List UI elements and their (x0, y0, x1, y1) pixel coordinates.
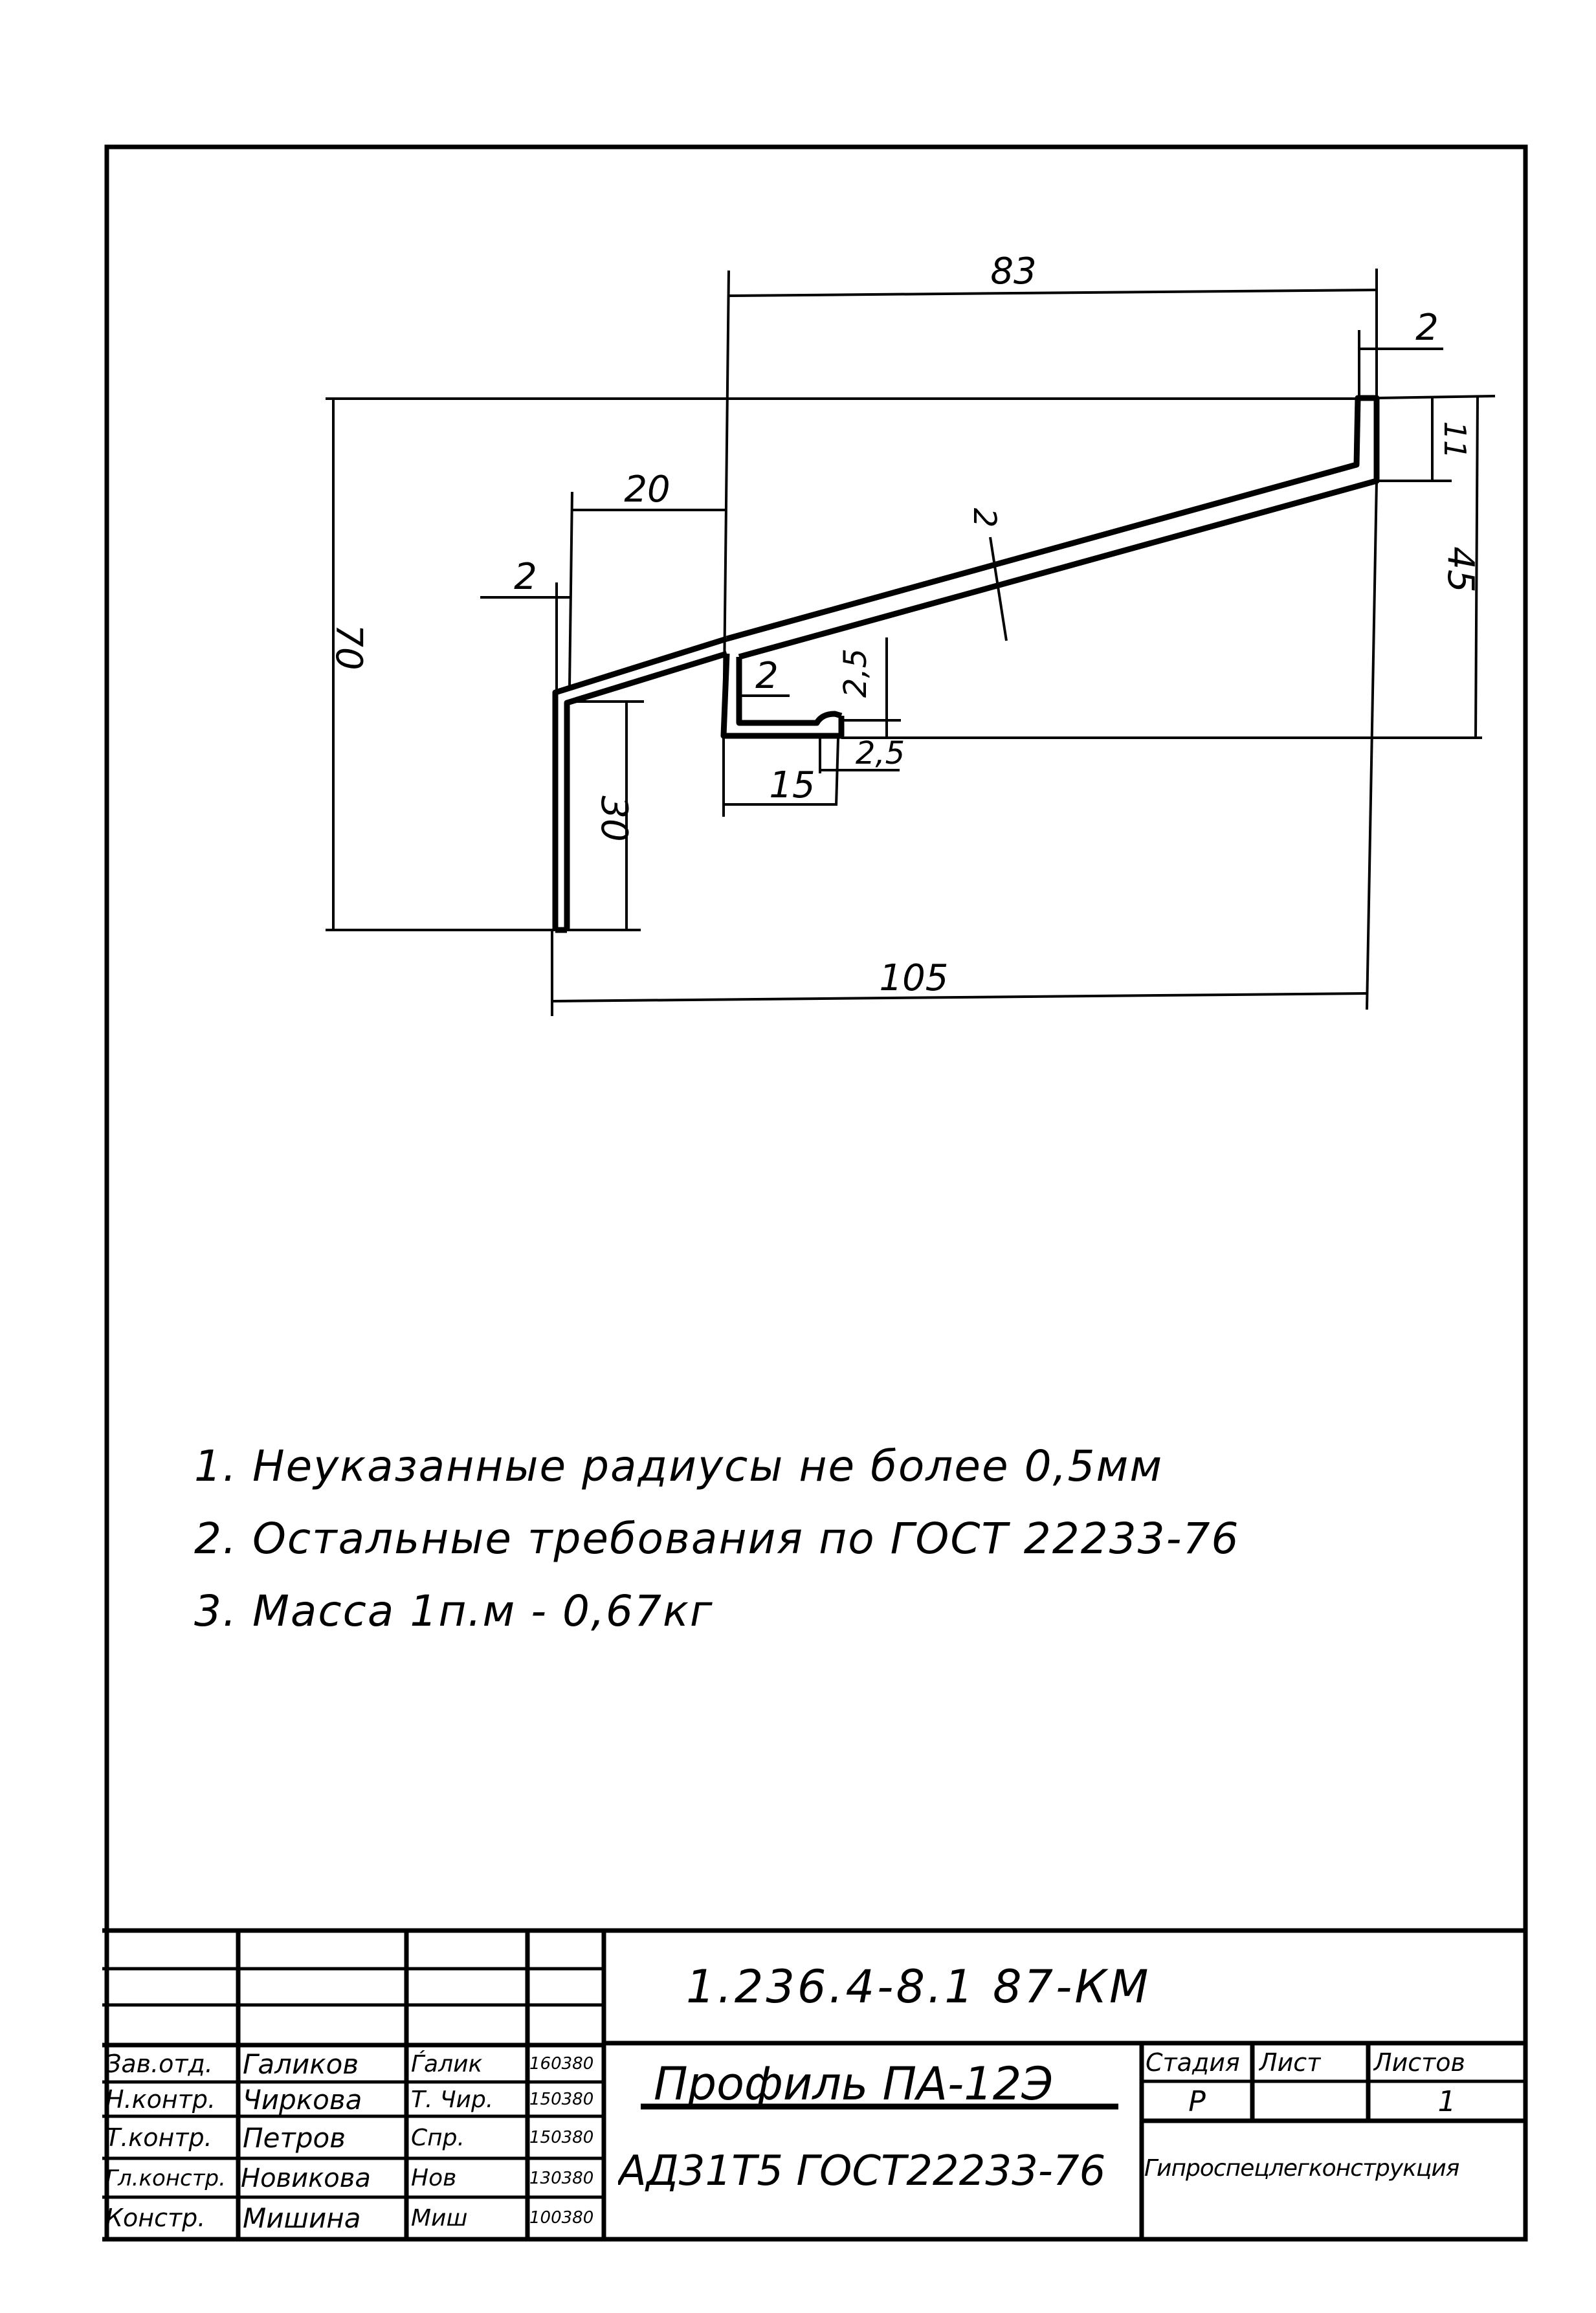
sheets-label: Листов (1373, 2048, 1465, 2077)
sig-signature-2: Т. Чир. (411, 2086, 494, 2113)
sig-name-5: Мишина (243, 2202, 361, 2234)
sig-name-4: Новикова (241, 2163, 371, 2193)
sig-name-1: Галиков (243, 2048, 359, 2080)
sig-name-2: Чиркова (243, 2083, 362, 2116)
note-2: 2. Остальные требования по ГОСТ 22233-76 (194, 1514, 1240, 1564)
dimension-labels: 83 2 20 2 2 15 2,5 105 70 30 11 45 2,5 2 (327, 250, 1481, 999)
sheet-frame (104, 144, 1528, 2242)
dim-83: 83 (990, 250, 1036, 293)
sig-name-3: Петров (243, 2121, 346, 2154)
dim-2-right: 2 (1415, 307, 1439, 349)
dim-45: 45 (1439, 546, 1481, 592)
sig-signature-1: Ѓалик (411, 2050, 483, 2077)
document-code: 1.236.4-8.1 87-КМ (686, 1960, 1151, 2013)
sig-role-5: Констр. (105, 2204, 206, 2232)
stage-label: Стадия (1146, 2048, 1240, 2077)
dim-2-left: 2 (514, 556, 537, 598)
dimension-lines (326, 269, 1496, 1016)
sig-date-4: 130380 (529, 2168, 594, 2188)
sig-signature-5: Миш (411, 2204, 468, 2231)
title-block-thin-lines (102, 1967, 1525, 2199)
sheets-value: 1 (1437, 2085, 1456, 2118)
sig-role-4: Гл.констр. (105, 2165, 226, 2191)
sig-date-1: 160380 (529, 2054, 594, 2074)
dim-channel-2-5: 2,5 (837, 648, 874, 698)
title-block-grid (102, 1928, 1525, 2242)
sig-role-3: Т.контр. (105, 2123, 212, 2152)
sig-signature-3: Спр. (411, 2124, 465, 2151)
sig-date-3: 150380 (529, 2128, 594, 2147)
dim-30: 30 (593, 795, 635, 841)
sheet-label: Лист (1259, 2048, 1322, 2077)
sig-date-5: 100380 (529, 2208, 594, 2228)
profile-shape (552, 395, 1380, 933)
sig-role-2: Н.контр. (105, 2085, 216, 2114)
part-name: Профиль ПА-12Э (654, 2058, 1054, 2110)
drawing-notes: 1. Неуказанные радиусы не более 0,5мм 2.… (194, 1430, 1239, 1648)
sheet-value (1252, 2083, 1368, 2120)
dim-lip-2-5: 2,5 (856, 735, 905, 771)
sig-date-2: 150380 (529, 2090, 594, 2109)
organization-name: Гипроспецлегконструкция (1144, 2154, 1459, 2182)
dim-20: 20 (624, 469, 670, 511)
stage-value: Р (1188, 2085, 1206, 2118)
dim-11: 11 (1437, 421, 1472, 459)
dim-105: 105 (880, 957, 949, 999)
sig-signature-4: Нов (411, 2165, 457, 2191)
dim-channel-2: 2 (755, 655, 779, 697)
material-spec: АД31Т5 ГОСТ22233-76 (618, 2147, 1106, 2195)
note-1: 1. Неуказанные радиусы не более 0,5мм (194, 1441, 1164, 1491)
note-3: 3. Масса 1п.м - 0,67кг (194, 1586, 714, 1636)
dim-15: 15 (769, 764, 815, 806)
dim-70: 70 (327, 624, 370, 670)
dim-slope-2: 2 (966, 508, 1003, 528)
sig-role-1: Зав.отд. (105, 2050, 213, 2078)
